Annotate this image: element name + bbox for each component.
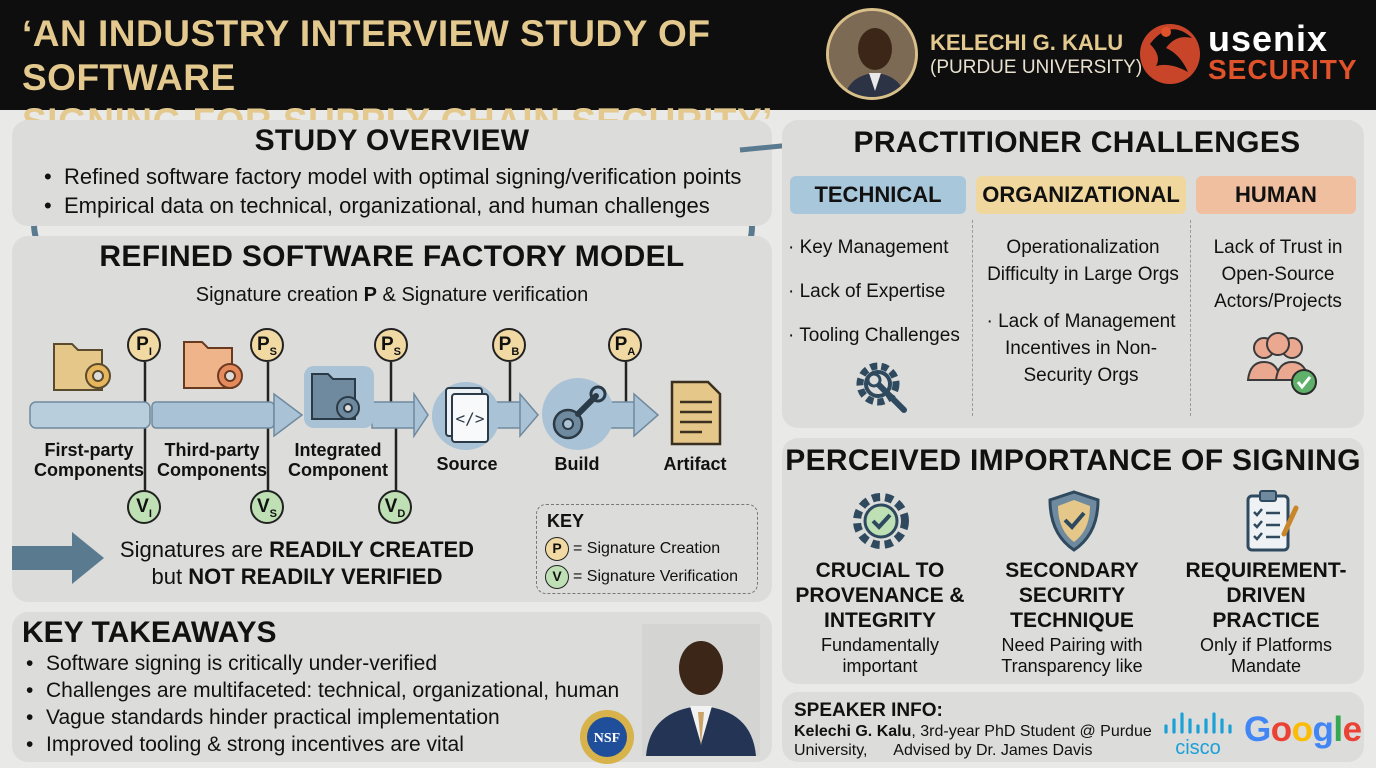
column-divider	[972, 220, 973, 416]
list-item: Software signing is critically under-ver…	[24, 650, 619, 677]
legend-v-badge: V	[545, 565, 569, 589]
perceived-importance-panel: PERCEIVED IMPORTANCE OF SIGNING CRUCIAL …	[782, 438, 1364, 684]
challenge-item: · Tooling Challenges	[788, 325, 960, 346]
importance-description: Fundamentally important	[820, 635, 940, 676]
pipeline-diagram: </>	[12, 341, 722, 584]
speaker-portrait-photo	[642, 624, 760, 756]
challenge-item: Lack of Trust in Open-Source Actors/Proj…	[1213, 237, 1343, 312]
gear-check-icon	[853, 493, 909, 549]
challenge-item: · Key Management	[788, 237, 949, 258]
column-divider	[1190, 220, 1191, 416]
folder-gear-icon	[53, 343, 111, 391]
factory-model-panel: REFINED SOFTWARE FACTORY MODEL Signature…	[12, 236, 772, 602]
stage-label-build: Build	[554, 454, 600, 474]
list-item: Improved tooling & strong incentives are…	[24, 731, 619, 758]
svg-text:NSF: NSF	[594, 731, 620, 746]
challenge-item: · Lack of Management Incentives in Non-S…	[986, 311, 1176, 386]
study-overview-panel: STUDY OVERVIEW Refined software factory …	[12, 120, 772, 226]
speaker-affiliation: (PURDUE UNIVERSITY)	[930, 57, 1143, 78]
importance-column-crucial: CRUCIAL TO PROVENANCE & INTEGRITY Fundam…	[790, 558, 970, 677]
perceived-importance-title: PERCEIVED IMPORTANCE OF SIGNING	[785, 444, 1361, 477]
legend-title: KEY	[547, 511, 585, 531]
importance-description: Only if Platforms Mandate	[1199, 635, 1333, 676]
list-item: Refined software factory model with opti…	[42, 162, 741, 191]
key-finding-statement: Signatures are READILY CREATED but NOT R…	[119, 537, 475, 589]
signature-verification-point: VD	[378, 490, 412, 524]
header-bar: ‘AN INDUSTRY INTERVIEW STUDY OF SOFTWARE…	[0, 0, 1376, 142]
key-takeaways-title: KEY TAKEAWAYS	[22, 616, 277, 649]
nsf-logo-icon: NSF	[580, 710, 634, 764]
speaker-portrait-round	[826, 8, 918, 100]
practitioner-challenges-title: PRACTITIONER CHALLENGES	[853, 126, 1301, 159]
big-arrow-right-icon	[12, 532, 104, 584]
speaker-name: KELECHI G. KALU	[930, 30, 1124, 55]
practitioner-challenges-panel: PRACTITIONER CHALLENGES TECHNICAL ORGANI…	[782, 120, 1364, 428]
signature-verification-point: VI	[127, 490, 161, 524]
legend-row-verification: V= Signature Verification	[545, 565, 738, 589]
importance-description: Need Pairing with Transparency like	[1001, 635, 1143, 676]
signature-creation-point: PS	[250, 328, 284, 362]
importance-heading: CRUCIAL TO PROVENANCE & INTEGRITY	[795, 559, 965, 632]
importance-heading: SECONDARY SECURITY TECHNIQUE	[1005, 559, 1139, 632]
artifact-document-icon	[670, 380, 722, 446]
key-takeaways-list: Software signing is critically under-ver…	[24, 650, 619, 758]
svg-text:cisco: cisco	[1175, 737, 1221, 758]
shield-check-icon	[1048, 490, 1100, 552]
build-gear-wrench-icon	[542, 378, 614, 450]
study-overview-list: Refined software factory model with opti…	[42, 162, 741, 220]
study-overview-title: STUDY OVERVIEW	[254, 124, 530, 157]
usenix-logo-icon	[1140, 24, 1200, 84]
cisco-logo-icon: cisco	[1160, 712, 1236, 763]
challenge-head-technical: TECHNICAL	[790, 176, 966, 214]
list-item: Vague standards hinder practical impleme…	[24, 704, 619, 731]
list-item: Challenges are multifaceted: technical, …	[24, 677, 619, 704]
legend-row-creation: P= Signature Creation	[545, 537, 720, 561]
title-line-1: ‘AN INDUSTRY INTERVIEW STUDY OF SOFTWARE	[22, 13, 711, 98]
source-code-icon: </>	[432, 382, 500, 450]
google-logo: Google	[1244, 710, 1362, 749]
legend-key: KEY P= Signature Creation V= Signature V…	[536, 504, 758, 594]
signature-creation-point: PB	[492, 328, 526, 362]
speaker-info-panel: SPEAKER INFO: Kelechi G. Kalu, 3rd-year …	[782, 692, 1364, 762]
signature-creation-point: PI	[127, 328, 161, 362]
speaker-info-text: Kelechi G. Kalu, 3rd-year PhD Student @ …	[794, 723, 1157, 759]
legend-p-badge: P	[545, 537, 569, 561]
importance-column-requirement: REQUIREMENT-DRIVEN PRACTICE Only if Plat…	[1176, 558, 1356, 677]
stage-label-source: Source	[436, 454, 498, 474]
usenix-security-wordmark: SECURITY	[1208, 54, 1358, 85]
list-item: Empirical data on technical, organizatio…	[42, 191, 741, 220]
factory-model-subtitle: Signature creation P & Signature verific…	[195, 284, 589, 306]
stage-label-third-party: Third-party Components	[157, 440, 267, 480]
svg-text:</>: </>	[456, 409, 485, 428]
signature-creation-point: PA	[608, 328, 642, 362]
challenge-head-human: HUMAN	[1196, 176, 1356, 214]
stage-label-first-party: First-party Components	[34, 440, 144, 480]
integrated-folder-icon	[304, 366, 374, 428]
challenge-item: · Lack of Expertise	[788, 281, 946, 302]
challenge-item: Operationalization Difficulty in Large O…	[987, 237, 1179, 285]
challenge-head-organizational: ORGANIZATIONAL	[976, 176, 1186, 214]
stage-label-artifact: Artifact	[663, 454, 727, 474]
signature-creation-point: PS	[374, 328, 408, 362]
gear-wrench-icon	[856, 362, 907, 413]
key-takeaways-panel: KEY TAKEAWAYS Software signing is critic…	[12, 612, 772, 764]
stage-label-integrated: Integrated Component	[288, 440, 388, 480]
importance-heading: REQUIREMENT-DRIVEN PRACTICE	[1185, 559, 1347, 632]
clipboard-checklist-icon	[1246, 490, 1299, 552]
speaker-info-title: SPEAKER INFO:	[794, 700, 943, 721]
people-check-icon	[1246, 332, 1317, 395]
factory-model-title: REFINED SOFTWARE FACTORY MODEL	[99, 240, 685, 273]
folder-gear-icon	[183, 341, 243, 389]
signature-verification-point: VS	[250, 490, 284, 524]
importance-column-secondary: SECONDARY SECURITY TECHNIQUE Need Pairin…	[982, 558, 1162, 677]
usenix-wordmark: usenix	[1208, 18, 1329, 59]
